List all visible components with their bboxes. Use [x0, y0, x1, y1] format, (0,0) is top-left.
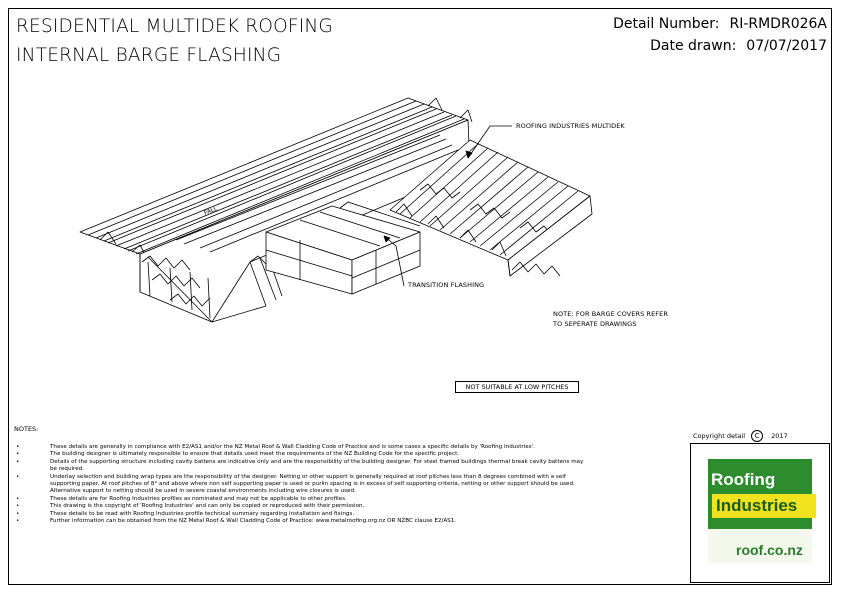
drawing-title-line2: INTERNAL BARGE FLASHING — [16, 45, 282, 66]
multidek-leader — [467, 125, 512, 159]
note-item: • Further information can be obtained fro… — [14, 518, 584, 525]
note-item: • These details are for Roofing Industrie… — [14, 496, 584, 503]
transition-arrowhead — [383, 235, 391, 243]
note-bullet: • — [16, 518, 20, 525]
note-bullet: • — [16, 495, 20, 502]
copyright-year: 2017 — [771, 432, 788, 440]
note-bullet: • — [16, 473, 20, 480]
detail-number-value: RI-RMDR026A — [729, 16, 827, 32]
note-text: Further information can be obtained from… — [50, 518, 457, 525]
detail-number: Detail Number: RI-RMDR026A — [613, 15, 827, 33]
barge-note-line2: TO SEPERATE DRAWINGS — [553, 320, 637, 328]
barge-note-line1: NOTE: FOR BARGE COVERS REFER — [553, 310, 668, 318]
note-bullet: • — [16, 503, 20, 510]
logo-word-roofing: Roofing — [711, 470, 776, 489]
note-bullet: • — [16, 451, 20, 458]
pitch-warning-box: NOT SUITABLE AT LOW PITCHES — [455, 381, 579, 393]
note-text: The building designer is ultimately resp… — [50, 451, 460, 458]
note-item: • This drawing is the copyright of 'Roofi… — [14, 503, 584, 510]
note-item: • The building designer is ultimately res… — [14, 451, 584, 458]
note-bullet: • — [16, 510, 20, 517]
notes-heading: NOTES: — [14, 425, 39, 433]
multidek-arrowhead — [465, 150, 473, 159]
copyright-line: Copyright detail C 2017 — [693, 430, 788, 442]
multidek-callout-label: ROOFING INDUSTRIES MULTIDEK — [516, 122, 625, 130]
logo-url: roof.co.nz — [736, 542, 803, 558]
right-roof-sheet — [389, 139, 593, 277]
transition-flashing — [265, 201, 421, 295]
copyright-label: Copyright detail — [693, 432, 746, 440]
note-item: • These details are generally in complian… — [14, 444, 584, 451]
copyright-icon: C — [751, 430, 764, 442]
note-text: These details are generally in complianc… — [50, 444, 535, 450]
drawing-title-line1: RESIDENTIAL MULTIDEK ROOFING — [16, 16, 333, 37]
note-item: • Details of the supporting structure inc… — [14, 459, 584, 474]
logo-word-industries: Industries — [712, 494, 816, 518]
note-bullet: • — [16, 444, 20, 450]
drawing-sheet-border — [8, 8, 832, 585]
note-text: These details to be read with Roofing In… — [50, 510, 355, 517]
note-text: These details are for Roofing Industries… — [50, 495, 347, 502]
note-text: Underlay selection and building wrap typ… — [50, 473, 575, 495]
note-text: Details of the supporting structure incl… — [50, 458, 584, 473]
note-bullet: • — [16, 458, 20, 465]
date-drawn-value: 07/07/2017 — [746, 38, 827, 54]
transition-flashing-callout-label: TRANSITION FLASHING — [408, 281, 485, 289]
fall-label: FALL — [203, 205, 219, 217]
logo-panel: Roofing Industries roof.co.nz — [690, 443, 830, 583]
note-item: • These details to be read with Roofing I… — [14, 511, 584, 518]
date-drawn: Date drawn: 07/07/2017 — [650, 37, 827, 55]
date-drawn-label: Date drawn: — [650, 38, 737, 54]
note-text: This drawing is the copyright of 'Roofin… — [50, 503, 365, 510]
detail-number-label: Detail Number: — [613, 16, 720, 32]
note-item: • Underlay selection and building wrap ty… — [14, 474, 584, 496]
notes-list: • These details are generally in complian… — [14, 444, 584, 525]
